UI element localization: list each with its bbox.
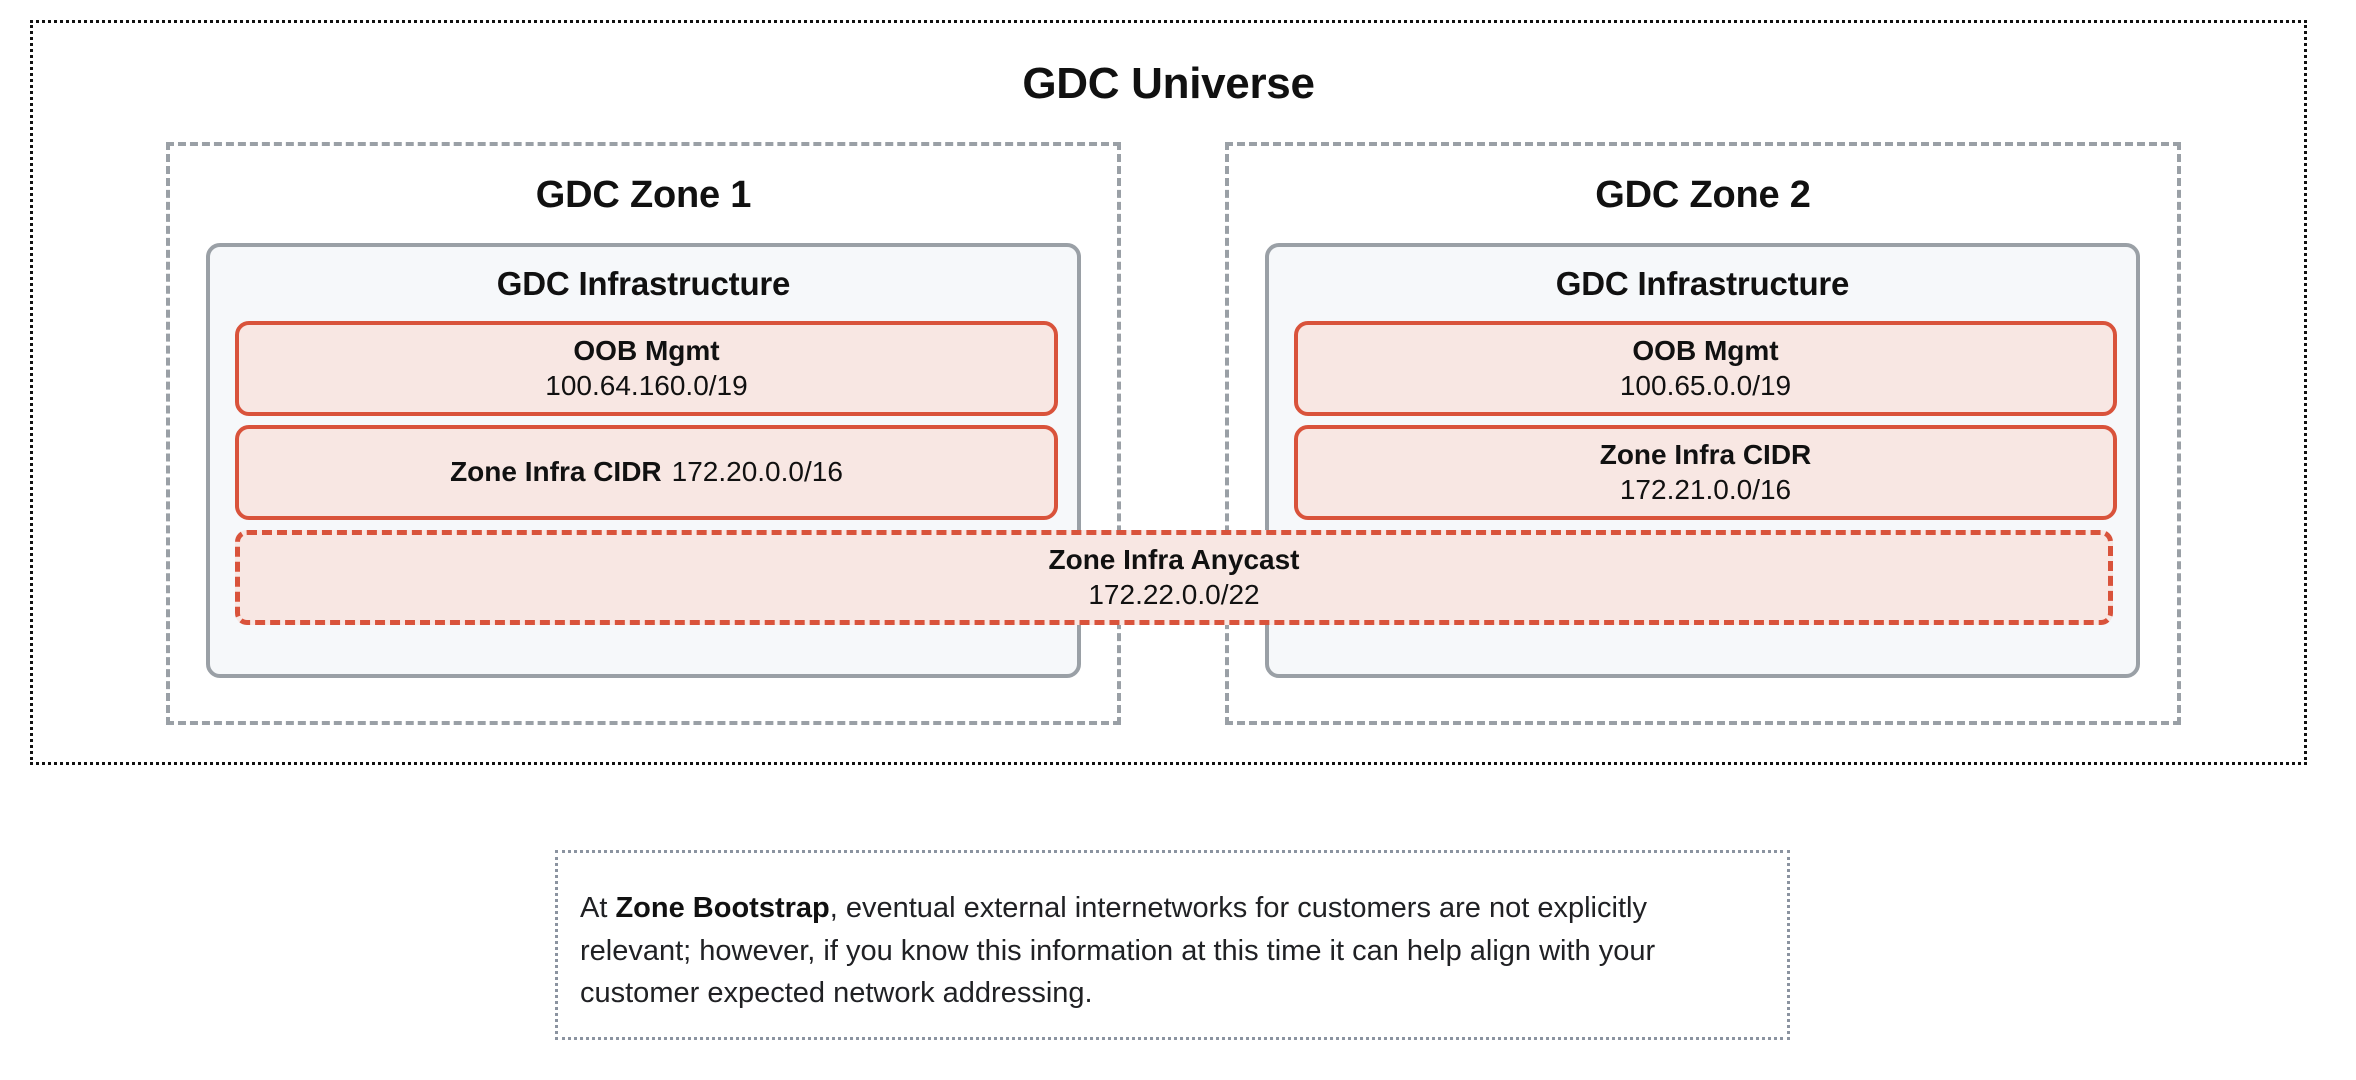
cidr-card-zone-infra-zone-1: Zone Infra CIDR 172.20.0.0/16 [235, 425, 1058, 520]
cidr-label: Zone Infra CIDR [450, 456, 662, 488]
gdc-zone-1-title: GDC Zone 1 [535, 174, 752, 216]
cidr-card-oob-mgmt-zone-2: OOB Mgmt 100.65.0.0/19 [1294, 321, 2117, 416]
cidr-value: 172.21.0.0/16 [1619, 473, 1792, 505]
gdc-universe-container: GDC Universe GDC Zone 1 GDC Infrastructu… [30, 20, 2307, 765]
gdc-zone-2-title: GDC Zone 2 [1595, 174, 1811, 216]
gdc-zone-2-container: GDC Zone 2 GDC Infrastructure OOB Mgmt 1… [1225, 142, 2181, 725]
cidr-card-oob-mgmt-zone-1: OOB Mgmt 100.64.160.0/19 [235, 321, 1058, 416]
anycast-value: 172.22.0.0/22 [1088, 578, 1260, 610]
cidr-value: 100.64.160.0/19 [545, 369, 748, 401]
footnote-prefix: At [580, 892, 616, 924]
cidr-card-zone-infra-anycast: Zone Infra Anycast 172.22.0.0/22 [235, 530, 2113, 625]
footnote-suffix: , eventual external internetworks for cu… [580, 892, 1656, 1010]
anycast-label: Zone Infra Anycast [1048, 544, 1300, 576]
gdc-zone-1-container: GDC Zone 1 GDC Infrastructure OOB Mgmt 1… [166, 142, 1121, 725]
cidr-label: Zone Infra CIDR [1599, 439, 1812, 471]
cidr-card-zone-infra-zone-2: Zone Infra CIDR 172.21.0.0/16 [1294, 425, 2117, 520]
gdc-infrastructure-title-zone-1: GDC Infrastructure [496, 265, 791, 302]
footnote-bold-term: Zone Bootstrap [615, 892, 830, 924]
gdc-infrastructure-title-zone-2: GDC Infrastructure [1555, 265, 1850, 302]
gdc-universe-title: GDC Universe [1022, 59, 1315, 108]
cidr-label: OOB Mgmt [573, 335, 720, 367]
cidr-value: 172.20.0.0/16 [671, 456, 843, 488]
cidr-value: 100.65.0.0/19 [1619, 369, 1792, 401]
footnote-text: At Zone Bootstrap, eventual external int… [580, 887, 1765, 1015]
cidr-label: OOB Mgmt [1632, 335, 1779, 367]
footnote-box: At Zone Bootstrap, eventual external int… [555, 850, 1790, 1040]
